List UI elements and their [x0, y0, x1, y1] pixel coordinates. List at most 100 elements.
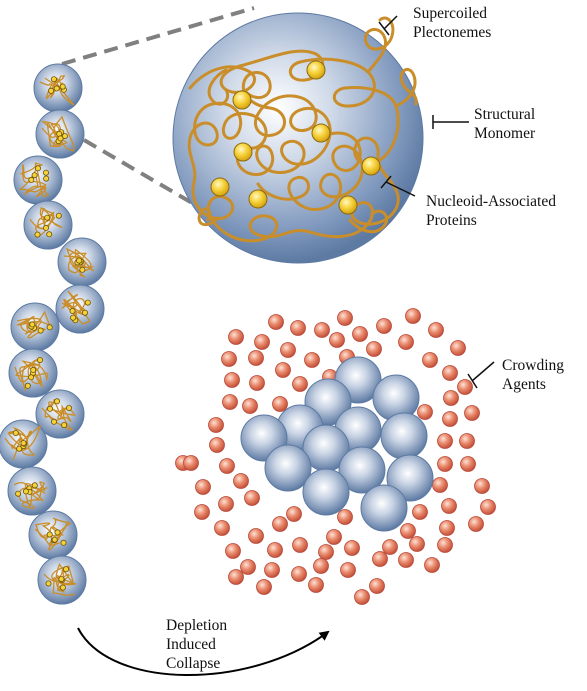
chain-monomer	[33, 63, 83, 113]
chain-monomer	[37, 555, 87, 605]
crowding-agent	[337, 509, 353, 525]
crowding-agent	[344, 540, 360, 556]
label-supercoiled-plectonemes: Supercoiled Plectonemes	[413, 5, 492, 41]
chain-protein-dot	[69, 307, 76, 314]
crowding-agent	[329, 332, 345, 348]
chain-protein-dot	[66, 404, 73, 411]
crowding-agent	[409, 536, 425, 552]
chain-protein-dot	[37, 327, 44, 334]
chain-protein-dot	[46, 324, 53, 331]
crowding-agent	[443, 390, 459, 406]
crowding-agent	[326, 529, 342, 545]
collapsed-monomer	[380, 412, 428, 460]
chain-protein-dot	[63, 566, 70, 573]
protein-dot	[338, 195, 358, 215]
collapsed-monomer	[360, 484, 408, 532]
crowding-agent	[221, 351, 237, 367]
crowding-agent	[225, 543, 241, 559]
chain-protein-dot	[16, 445, 23, 452]
chain-protein-dot	[43, 175, 50, 182]
crowding-agent	[480, 499, 496, 515]
chain-protein-dot	[58, 576, 65, 583]
crowding-agent	[268, 314, 284, 330]
crowding-agent	[292, 537, 308, 553]
chain-protein-dot	[84, 299, 91, 306]
chain-protein-dot	[34, 231, 41, 238]
structural-monomer-zoom	[172, 12, 424, 264]
zoom-connector-top	[61, 6, 255, 66]
crowding-agent	[248, 350, 264, 366]
crowding-agent	[233, 473, 249, 489]
protein-dot	[311, 123, 331, 143]
crowding-agent	[450, 340, 466, 356]
zoom-connector-bottom	[82, 138, 220, 220]
crowding-agent	[219, 458, 235, 474]
protein-dot	[361, 156, 381, 176]
nucleoid-associated-proteins	[210, 60, 381, 215]
crowding-agent	[340, 562, 356, 578]
collapsed-monomer	[302, 468, 350, 516]
crowding-agent	[183, 455, 199, 471]
chain-protein-dot	[53, 85, 60, 92]
crowding-agent	[264, 562, 280, 578]
chain-dna	[41, 399, 77, 431]
crowding-agent	[272, 516, 288, 532]
protein-dot	[233, 142, 253, 162]
crowding-agent	[272, 396, 288, 412]
chain-protein-dot	[79, 266, 86, 273]
chain-monomer	[55, 284, 105, 334]
crowding-agent	[292, 376, 308, 392]
crowding-agent	[442, 365, 458, 381]
chain-protein-dot	[31, 482, 38, 489]
chain-protein-dot	[76, 257, 83, 264]
crowding-agent	[314, 322, 330, 338]
crowding-agent	[376, 318, 392, 334]
crowding-agent	[290, 320, 306, 336]
crowding-agent	[437, 433, 453, 449]
label-nucleoid-associated-proteins: Nucleoid-Associated Proteins	[426, 193, 556, 229]
chain-monomer	[35, 389, 85, 439]
chain-protein-dot	[20, 440, 27, 447]
chain-dna	[16, 310, 51, 339]
crowding-agent	[318, 544, 334, 560]
collapsed-monomer	[264, 444, 312, 492]
chain-monomer	[23, 200, 73, 250]
crowding-agent	[432, 477, 448, 493]
chain-dna	[14, 358, 49, 392]
chain-protein-dot	[43, 224, 50, 231]
crowding-agent	[308, 577, 324, 593]
crowding-agent	[337, 310, 353, 326]
crowding-agent	[240, 559, 256, 575]
crowding-agent	[313, 558, 329, 574]
chain-protein-dot	[70, 314, 77, 321]
crowding-agent	[437, 537, 453, 553]
label-crowding-agents: Crowding Agents	[502, 357, 564, 393]
chain-protein-dot	[12, 429, 19, 436]
crowding-agent	[464, 405, 480, 421]
crowding-agent	[242, 398, 258, 414]
crowding-agent	[424, 557, 440, 573]
crowding-agent	[460, 456, 476, 472]
crowding-agent	[194, 504, 210, 520]
crowding-agent	[372, 551, 388, 567]
crowding-agent	[224, 372, 240, 388]
crowding-agent	[291, 566, 307, 582]
chain-protein-dot	[31, 172, 38, 179]
crowding-agent	[228, 569, 244, 585]
collapsed-monomer-cluster	[240, 356, 434, 532]
crowding-agent	[382, 539, 398, 555]
chain-protein-dot	[54, 398, 61, 405]
protein-dot	[232, 90, 252, 110]
chain-protein-dot	[82, 309, 89, 316]
label-depletion-induced-collapse: Depletion Induced Collapse	[166, 617, 228, 672]
crowding-agent	[286, 506, 302, 522]
crowding-agent	[412, 504, 428, 520]
crowding-agent	[352, 326, 368, 342]
monomer-chain	[0, 63, 107, 605]
collapsed-monomer	[386, 454, 434, 502]
chain-protein-dot	[47, 405, 54, 412]
crowding-agent	[354, 589, 370, 605]
chain-monomer	[28, 510, 78, 560]
chain-protein-dot	[28, 176, 35, 183]
